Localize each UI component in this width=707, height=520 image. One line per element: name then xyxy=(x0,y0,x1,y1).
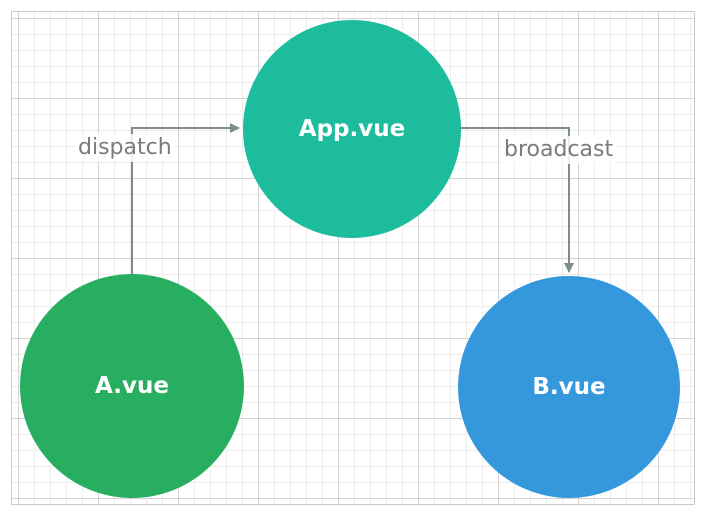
a-vue-label: A.vue xyxy=(95,373,169,399)
dispatch-label: dispatch xyxy=(75,134,175,162)
app-vue-node[interactable]: App.vue xyxy=(243,20,461,238)
broadcast-connector[interactable] xyxy=(461,127,574,273)
b-vue-label: B.vue xyxy=(532,374,606,400)
b-vue-node[interactable]: B.vue xyxy=(458,276,680,498)
dispatch-connector[interactable] xyxy=(131,123,240,276)
a-vue-node[interactable]: A.vue xyxy=(20,274,244,498)
app-vue-label: App.vue xyxy=(298,116,406,142)
broadcast-label: broadcast xyxy=(501,136,617,164)
